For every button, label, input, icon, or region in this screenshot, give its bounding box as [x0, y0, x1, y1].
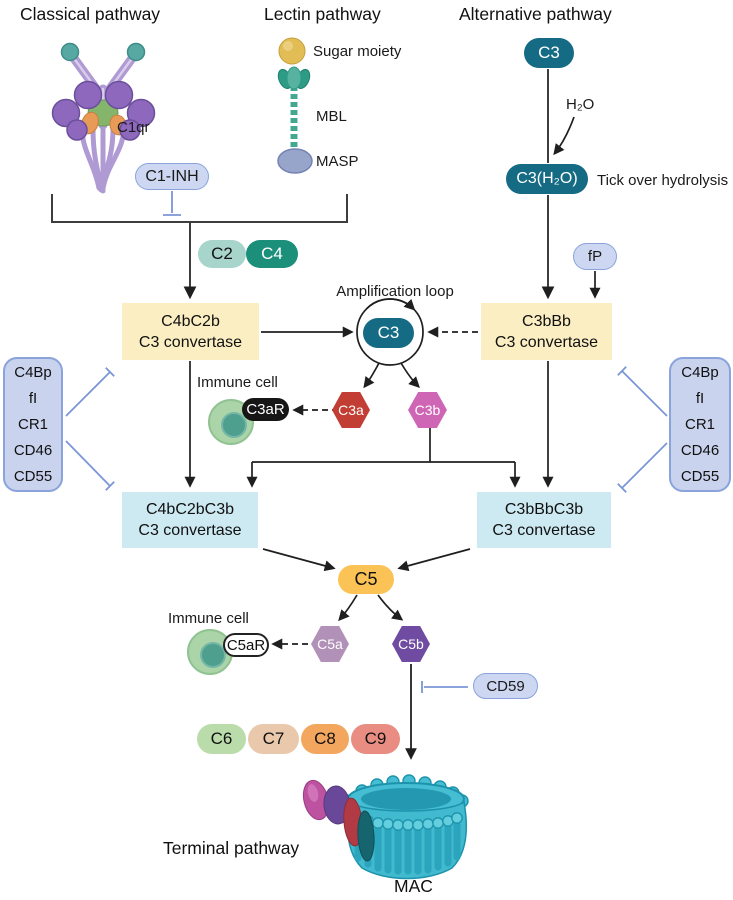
c9-pill: C9 — [351, 724, 400, 754]
mac-pore-icon — [302, 774, 469, 880]
immune-cell-icon — [187, 629, 233, 675]
mbl-label: MBL — [316, 108, 347, 125]
c1-inh-pill: C1-INH — [135, 163, 209, 190]
c8-pill: C8 — [301, 724, 349, 754]
c5-pill: C5 — [338, 565, 394, 594]
immune-cell-bottom-label: Immune cell — [168, 610, 249, 627]
c2-pill: C2 — [198, 240, 246, 268]
regulator-item: CR1 — [684, 415, 715, 433]
regulator-item: CR1 — [17, 415, 48, 433]
regulator-item: C4Bp — [681, 363, 719, 381]
regulator-item: C4Bp — [14, 363, 52, 381]
amplification-loop-label: Amplification loop — [336, 283, 454, 300]
regulator-item: CD55 — [680, 467, 720, 485]
mac-label: MAC — [394, 876, 433, 896]
box-line2: C3 convertase — [138, 522, 242, 539]
regulator-item: CD46 — [680, 441, 720, 459]
alternative-pathway-title: Alternative pathway — [459, 4, 612, 24]
regulator-item: fI — [28, 389, 38, 407]
box-line2: C3 convertase — [494, 333, 599, 351]
box-line1: C3bBbC3b — [504, 501, 584, 518]
box-line1: C4bC2bC3b — [145, 501, 235, 518]
cd59-pill: CD59 — [473, 673, 538, 699]
immune-cell-top-label: Immune cell — [197, 374, 278, 391]
c3ar-pill: C3aR — [242, 398, 289, 421]
tick-over-label: Tick over hydrolysis — [597, 172, 729, 189]
masp-label: MASP — [316, 153, 359, 170]
c3-pill: C3 — [524, 38, 574, 68]
classical-pathway-title: Classical pathway — [20, 4, 161, 24]
c3h2o-pill: C3(H₂O) — [506, 164, 588, 194]
inhibitor-lines — [65, 191, 668, 693]
lectin-pathway-title: Lectin pathway — [264, 4, 381, 24]
cell-nucleus — [200, 642, 226, 668]
box-line1: C3bBb — [522, 312, 571, 330]
regulator-item: CD55 — [13, 467, 53, 485]
immune-cell-icon — [208, 399, 254, 445]
c1-complex-icon — [51, 42, 156, 194]
c4-pill: C4 — [246, 240, 298, 268]
mbl-icon — [277, 37, 313, 174]
c1qr-label: C1qr — [117, 119, 150, 136]
cell-nucleus — [221, 412, 247, 438]
h2o-label: H₂O — [566, 96, 595, 113]
box-line2: C3 convertase — [138, 333, 243, 351]
terminal-pathway-label: Terminal pathway — [163, 838, 300, 858]
regulator-item: CD46 — [13, 441, 53, 459]
sugar-moiety-label: Sugar moiety — [313, 43, 402, 60]
regulators-left-box: C4Bp fI CR1 CD46 CD55 — [3, 357, 63, 492]
regulator-item: fI — [695, 389, 705, 407]
c7-pill: C7 — [248, 724, 299, 754]
c6-pill: C6 — [197, 724, 246, 754]
c3bbbc3b-convertase-box: C3bBbC3b C3 convertase — [477, 492, 611, 548]
box-line1: C4bC2b — [161, 312, 220, 330]
fp-pill: fP — [573, 243, 617, 270]
c4bc2bc3b-convertase-box: C4bC2bC3b C3 convertase — [122, 492, 258, 548]
c3bbb-convertase-box: C3bBb C3 convertase — [481, 303, 612, 360]
box-line2: C3 convertase — [492, 522, 596, 539]
c5ar-pill: C5aR — [223, 633, 269, 657]
c3-loop-pill: C3 — [363, 318, 414, 348]
c4bc2b-convertase-box: C4bC2b C3 convertase — [122, 303, 259, 360]
regulators-right-box: C4Bp fI CR1 CD46 CD55 — [669, 357, 731, 492]
